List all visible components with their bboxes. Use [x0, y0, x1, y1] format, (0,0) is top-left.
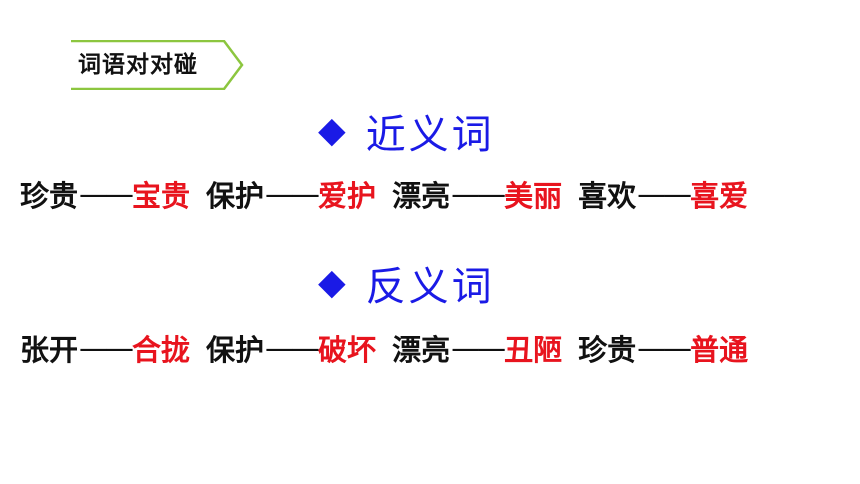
synonyms-heading-text: 近义词	[365, 112, 495, 158]
antonyms-heading-text: 反义词	[365, 264, 495, 310]
diamond-icon: ◆	[318, 110, 346, 151]
pair-dash: ——	[637, 177, 692, 211]
antonym-pair: 珍贵 —— 普通	[578, 327, 748, 369]
synonym-pair: 漂亮 —— 美丽	[392, 173, 562, 215]
pair-word: 珍贵	[20, 179, 79, 213]
pair-dash: ——	[265, 177, 320, 211]
pair-answer: 宝贵	[132, 179, 191, 213]
synonym-pairs-row: 珍贵 —— 宝贵 保护 —— 爱护 漂亮 —— 美丽 喜欢 —— 喜爱	[20, 171, 850, 217]
pair-dash: ——	[79, 177, 134, 211]
pair-dash: ——	[79, 331, 134, 365]
pair-dash: ——	[637, 331, 692, 365]
pair-answer: 合拢	[132, 333, 191, 367]
pair-word: 珍贵	[578, 333, 637, 367]
synonym-pair: 喜欢 —— 喜爱	[578, 173, 748, 215]
antonym-pair: 保护 —— 破坏	[206, 327, 376, 369]
synonyms-heading: ◆ 近义词	[318, 103, 495, 159]
pair-answer: 喜爱	[690, 179, 749, 213]
antonym-pair: 张开 —— 合拢	[20, 327, 190, 369]
antonym-pair: 漂亮 —— 丑陋	[392, 327, 562, 369]
pair-word: 保护	[206, 333, 265, 367]
pair-word: 漂亮	[392, 333, 451, 367]
pair-word: 喜欢	[578, 179, 637, 213]
pair-answer: 普通	[690, 333, 749, 367]
pair-word: 漂亮	[392, 179, 451, 213]
pair-answer: 爱护	[318, 179, 377, 213]
antonym-pairs-row: 张开 —— 合拢 保护 —— 破坏 漂亮 —— 丑陋 珍贵 —— 普通	[20, 325, 850, 371]
pair-answer: 美丽	[504, 179, 563, 213]
title-tag: 词语对对碰	[70, 40, 244, 90]
tag-arrow-shape	[71, 40, 244, 90]
pair-answer: 破坏	[318, 333, 377, 367]
antonyms-heading: ◆ 反义词	[318, 255, 495, 311]
diamond-icon: ◆	[318, 262, 346, 303]
pair-word: 保护	[206, 179, 265, 213]
pair-answer: 丑陋	[504, 333, 563, 367]
synonym-pair: 保护 —— 爱护	[206, 173, 376, 215]
pair-dash: ——	[265, 331, 320, 365]
synonym-pair: 珍贵 —— 宝贵	[20, 173, 190, 215]
tag-label: 词语对对碰	[78, 52, 198, 78]
pair-dash: ——	[451, 177, 506, 211]
pair-dash: ——	[451, 331, 506, 365]
pair-word: 张开	[20, 333, 79, 367]
